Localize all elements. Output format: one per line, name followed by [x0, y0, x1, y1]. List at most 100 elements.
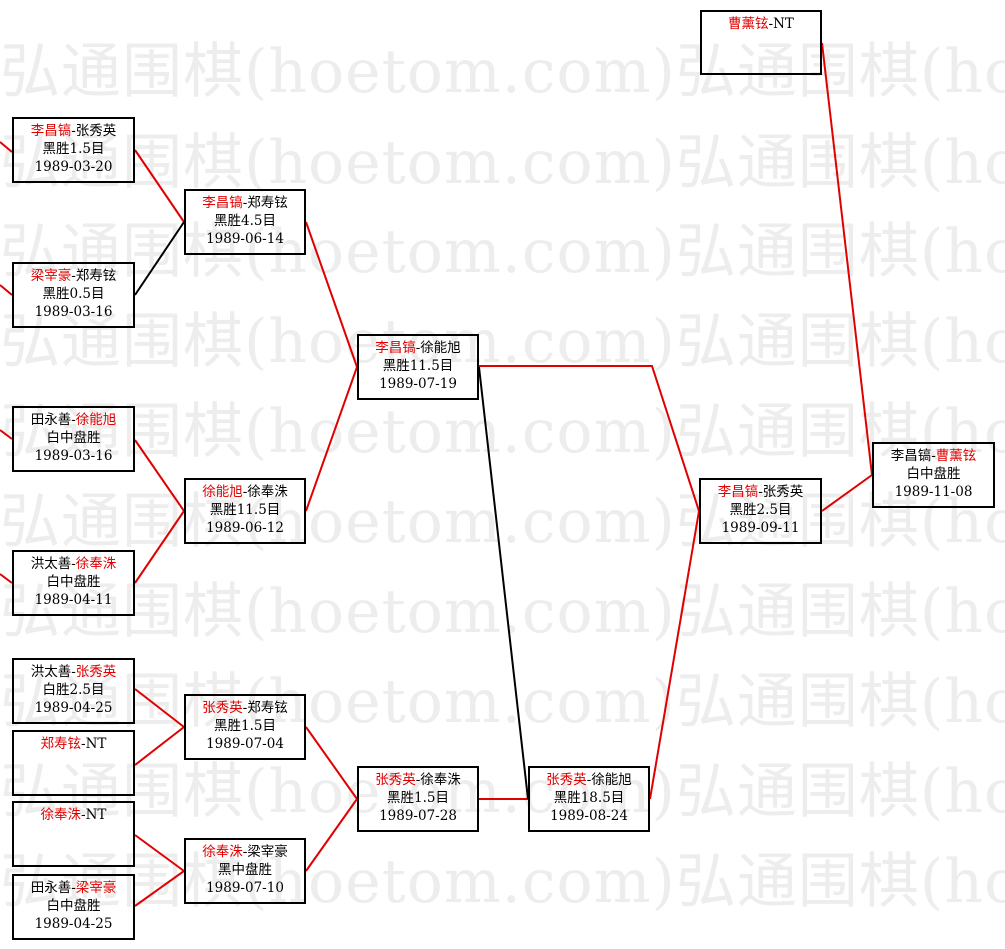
connector-line: [0, 429, 13, 440]
player-one: 李昌镐: [717, 484, 759, 500]
player-two: 徐能旭: [591, 772, 632, 788]
connector-line: [134, 221, 185, 296]
players-separator: -: [71, 556, 76, 572]
match-players: 徐奉洙-NT: [14, 806, 133, 824]
connector-line: [478, 366, 529, 800]
match-result: 白胜2.5目: [42, 682, 105, 698]
player-one: 洪太善: [30, 556, 72, 572]
match-players: 李昌镐-曹薰铉: [874, 447, 993, 465]
players-separator: -: [71, 123, 76, 139]
players-separator: -: [81, 736, 86, 752]
match-players: 李昌镐-郑寿铉: [186, 194, 304, 212]
connector-line: [821, 474, 873, 512]
match-players: 张秀英-郑寿铉: [186, 699, 304, 717]
match-date: 1989-07-28: [379, 808, 457, 824]
player-two: 张秀英: [75, 123, 117, 139]
players-separator: -: [758, 484, 763, 500]
players-separator: -: [242, 700, 248, 716]
player-one: 郑寿铉: [40, 736, 82, 752]
match-date: 1989-09-11: [721, 520, 800, 536]
connector-line: [134, 870, 185, 907]
match-date: 1989-07-10: [206, 880, 284, 896]
match-result: 黑胜1.5目: [387, 790, 449, 806]
players-separator: -: [71, 412, 76, 428]
match-box: 田永善-梁宰豪白中盘胜 1989-04-25: [12, 874, 135, 940]
players-separator: -: [415, 772, 421, 788]
connector-line: [134, 726, 185, 766]
player-one: 曹薰铉: [728, 16, 769, 32]
players-separator: -: [81, 807, 86, 823]
match-date: 1989-03-16: [34, 448, 113, 464]
player-one: 田永善: [30, 412, 72, 428]
players-separator: -: [586, 772, 592, 788]
connector-line: [0, 284, 13, 296]
player-one: 张秀英: [546, 772, 587, 788]
match-box: 郑寿铉-NT: [12, 730, 135, 796]
match-date: 1989-06-14: [206, 231, 284, 247]
player-one: 李昌镐: [30, 123, 72, 139]
player-two: 郑寿铉: [75, 268, 117, 284]
match-result: 白中盘胜: [46, 898, 101, 914]
connector-line: [649, 510, 700, 800]
connector-line: [479, 365, 700, 512]
players-separator: -: [931, 448, 936, 464]
connector-line: [134, 510, 185, 584]
match-players: 李昌镐-徐能旭: [359, 339, 477, 357]
player-two: 梁宰豪: [75, 880, 117, 896]
player-two: 徐奉洙: [420, 772, 461, 788]
connector-line: [134, 688, 185, 728]
player-one: 徐奉洙: [40, 807, 82, 823]
player-two: NT: [773, 16, 794, 32]
match-box: 曹薰铉-NT: [700, 10, 822, 75]
match-players: 张秀英-徐能旭: [530, 771, 648, 789]
match-result: 黑胜18.5目: [553, 790, 625, 806]
match-result: 黑胜1.5目: [42, 141, 105, 157]
player-one: 李昌镐: [202, 195, 243, 211]
player-two: 郑寿铉: [247, 195, 288, 211]
connector-line: [134, 149, 185, 223]
match-date: 1989-11-08: [894, 484, 973, 500]
match-date: 1989-03-16: [34, 304, 113, 320]
match-date: 1989-07-19: [379, 376, 457, 392]
players-separator: -: [242, 195, 248, 211]
match-date: 1989-07-04: [206, 736, 284, 752]
match-result: 白中盘胜: [46, 574, 101, 590]
players-separator: -: [768, 16, 774, 32]
players-separator: -: [242, 844, 248, 860]
match-date: 1989-04-25: [34, 916, 113, 932]
players-separator: -: [242, 484, 248, 500]
match-date: 1989-04-11: [34, 592, 113, 608]
players-separator: -: [71, 664, 76, 680]
match-box: 洪太善-徐奉洙白中盘胜 1989-04-11: [12, 550, 135, 616]
match-players: 曹薰铉-NT: [702, 15, 820, 33]
match-date: 1989-04-25: [34, 700, 113, 716]
player-two: 徐奉洙: [75, 556, 117, 572]
player-two: 徐奉洙: [247, 484, 288, 500]
player-one: 徐奉洙: [202, 844, 243, 860]
player-one: 洪太善: [30, 664, 72, 680]
match-result: 白中盘胜: [46, 430, 101, 446]
player-two: NT: [85, 807, 107, 823]
match-players: 李昌镐-张秀英: [14, 122, 133, 140]
player-one: 梁宰豪: [30, 268, 72, 284]
players-separator: -: [415, 340, 421, 356]
player-two: 梁宰豪: [247, 844, 288, 860]
player-one: 田永善: [30, 880, 72, 896]
match-result: 黑胜4.5目: [214, 213, 276, 229]
match-date: 1989-03-20: [34, 159, 113, 175]
connector-line: [305, 221, 358, 368]
match-players: 郑寿铉-NT: [14, 735, 133, 753]
connector-line: [305, 798, 358, 872]
match-players: 洪太善-张秀英: [14, 663, 133, 681]
player-two: 张秀英: [75, 664, 117, 680]
players-separator: -: [71, 880, 76, 896]
